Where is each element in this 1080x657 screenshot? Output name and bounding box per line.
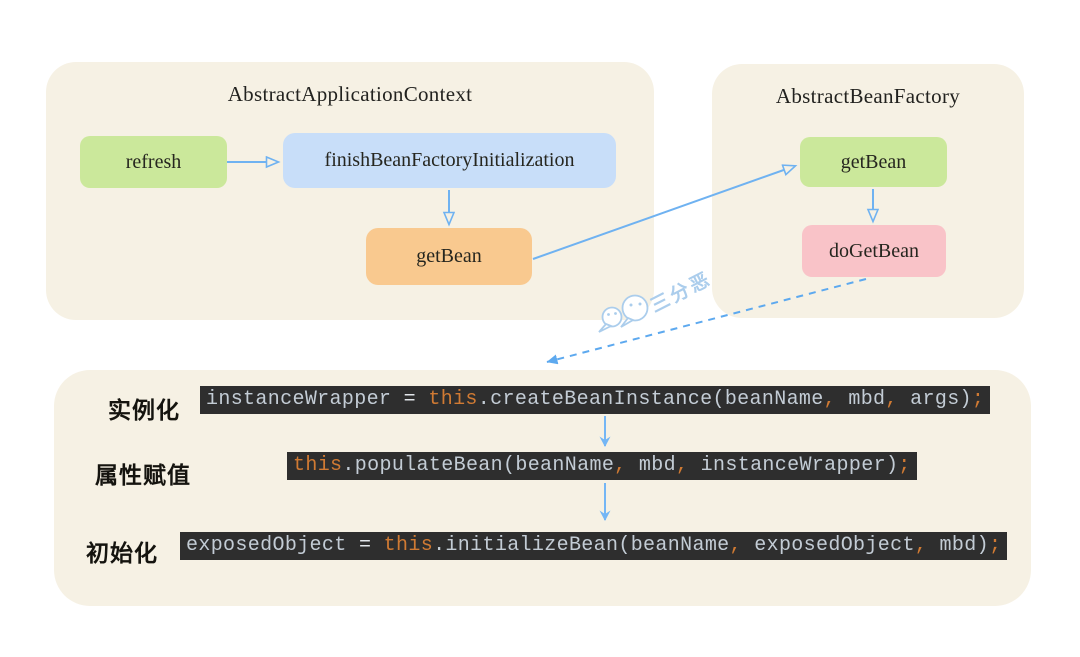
code-token: args) [897,388,972,411]
code-token: instanceWrapper [206,388,404,411]
watermark-text: 三分恶 [647,268,716,318]
code-token: = [358,534,384,557]
code-token: .initializeBean(beanName [433,534,730,557]
panel-title: AbstractApplicationContext [227,82,473,106]
node-get-bean-context: getBean [366,228,532,285]
node-label: finishBeanFactoryInitialization [324,149,575,171]
node-get-bean-factory: getBean [800,137,947,187]
code-token: , [729,534,742,557]
code-token: = [403,388,429,411]
code-token: , [675,454,689,477]
code-token: exposedObject [186,534,359,557]
code-token: ; [988,534,1002,557]
code-token: , [885,388,898,411]
node-label: getBean [840,150,907,173]
code-token: exposedObject [741,534,915,557]
step-label-property-assignment: 属性赋值 [95,463,191,488]
step-label-instantiation: 实例化 [108,398,180,423]
step-label-initialization: 初始化 [86,541,158,566]
code-token: instanceWrapper) [688,454,899,477]
node-finish-bean-factory-initialization: finishBeanFactoryInitialization [283,133,616,188]
code-token: this [428,388,478,411]
panel-title: AbstractBeanFactory [775,84,961,108]
code-token: mbd [626,454,676,477]
code-token: ; [898,454,911,477]
node-label: doGetBean [829,239,919,262]
node-do-get-bean: doGetBean [802,225,946,277]
code-token: mbd [836,388,886,411]
code-token: mbd) [927,534,989,557]
code-token: .populateBean(beanName [342,454,615,477]
code-create-bean-instance: instanceWrapper = this.createBeanInstanc… [200,386,991,414]
node-refresh: refresh [80,136,227,188]
code-initialize-bean: exposedObject = this.initializeBean(bean… [180,532,1008,560]
panel-abstract-bean-factory: AbstractBeanFactory [712,64,1024,318]
code-token: this [293,454,343,477]
code-token: .createBeanInstance(beanName [477,388,824,411]
code-token: ; [971,388,985,411]
code-token: , [914,534,928,557]
node-label: getBean [416,245,482,267]
node-label: refresh [125,150,182,173]
code-populate-bean: this.populateBean(beanName, mbd, instanc… [287,452,917,480]
code-token: this [383,534,434,557]
code-token: , [614,454,627,477]
code-token: , [823,388,836,411]
panel-abstract-application-context: AbstractApplicationContext [46,62,654,320]
